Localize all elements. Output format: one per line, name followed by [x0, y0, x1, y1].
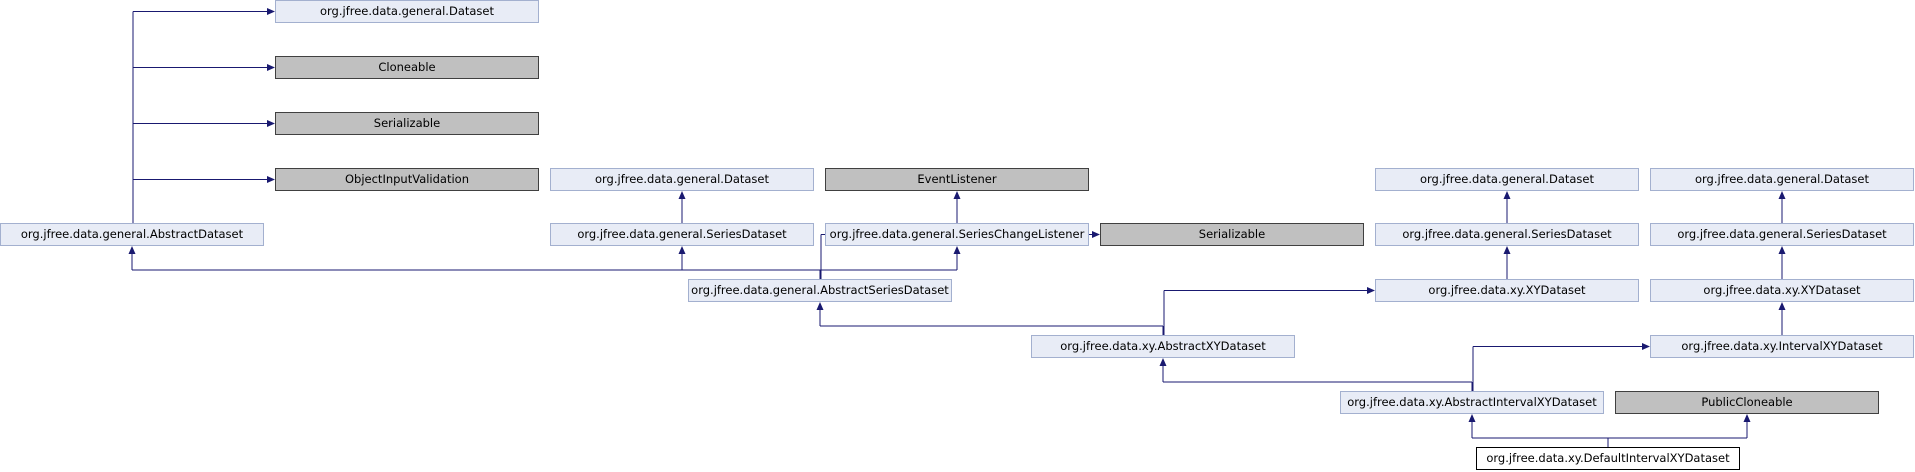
arrowhead [267, 8, 275, 15]
arrowhead [267, 120, 275, 127]
node-xy-dataset[interactable]: org.jfree.data.xy.XYDataset [1375, 279, 1639, 302]
arrowhead [678, 191, 686, 199]
arrowhead [267, 176, 275, 183]
node-series-dataset[interactable]: org.jfree.data.general.SeriesDataset [1375, 223, 1639, 246]
node-event-listener[interactable]: EventListener [825, 168, 1089, 191]
node-abstract-series-dataset[interactable]: org.jfree.data.general.AbstractSeriesDat… [688, 279, 952, 302]
arrowhead [1743, 414, 1751, 422]
node-general-dataset[interactable]: org.jfree.data.general.Dataset [550, 168, 814, 191]
arrowhead [678, 246, 686, 254]
node-serializable[interactable]: Serializable [1100, 223, 1364, 246]
node-general-dataset[interactable]: org.jfree.data.general.Dataset [1375, 168, 1639, 191]
node-serializable[interactable]: Serializable [275, 112, 539, 135]
arrowhead [128, 246, 136, 254]
arrowhead [267, 64, 275, 71]
node-series-dataset[interactable]: org.jfree.data.general.SeriesDataset [550, 223, 814, 246]
arrowhead [1367, 287, 1375, 294]
node-abstract-xy-dataset[interactable]: org.jfree.data.xy.AbstractXYDataset [1031, 335, 1295, 358]
node-general-dataset[interactable]: org.jfree.data.general.Dataset [1650, 168, 1914, 191]
arrowhead [1778, 191, 1786, 199]
arrowhead [953, 246, 961, 254]
arrowhead [1159, 358, 1167, 366]
node-cloneable[interactable]: Cloneable [275, 56, 539, 79]
arrowhead [1778, 246, 1786, 254]
node-default-interval-xy-dataset[interactable]: org.jfree.data.xy.DefaultIntervalXYDatas… [1476, 447, 1740, 470]
node-series-change-listener[interactable]: org.jfree.data.general.SeriesChangeListe… [825, 223, 1089, 246]
node-object-input-validation[interactable]: ObjectInputValidation [275, 168, 539, 191]
node-xy-dataset[interactable]: org.jfree.data.xy.XYDataset [1650, 279, 1914, 302]
arrowhead [1503, 191, 1511, 199]
arrowhead [953, 191, 961, 199]
node-abstract-interval-xy-dataset[interactable]: org.jfree.data.xy.AbstractIntervalXYData… [1340, 391, 1604, 414]
arrowhead [816, 302, 824, 310]
node-public-cloneable[interactable]: PublicCloneable [1615, 391, 1879, 414]
node-general-dataset[interactable]: org.jfree.data.general.Dataset [275, 0, 539, 23]
node-series-dataset[interactable]: org.jfree.data.general.SeriesDataset [1650, 223, 1914, 246]
node-interval-xy-dataset[interactable]: org.jfree.data.xy.IntervalXYDataset [1650, 335, 1914, 358]
arrowhead [1642, 343, 1650, 350]
arrowhead [1503, 246, 1511, 254]
arrowhead [1778, 302, 1786, 310]
node-abstract-dataset[interactable]: org.jfree.data.general.AbstractDataset [0, 223, 264, 246]
arrowhead [1092, 231, 1100, 238]
arrowhead [1468, 414, 1476, 422]
